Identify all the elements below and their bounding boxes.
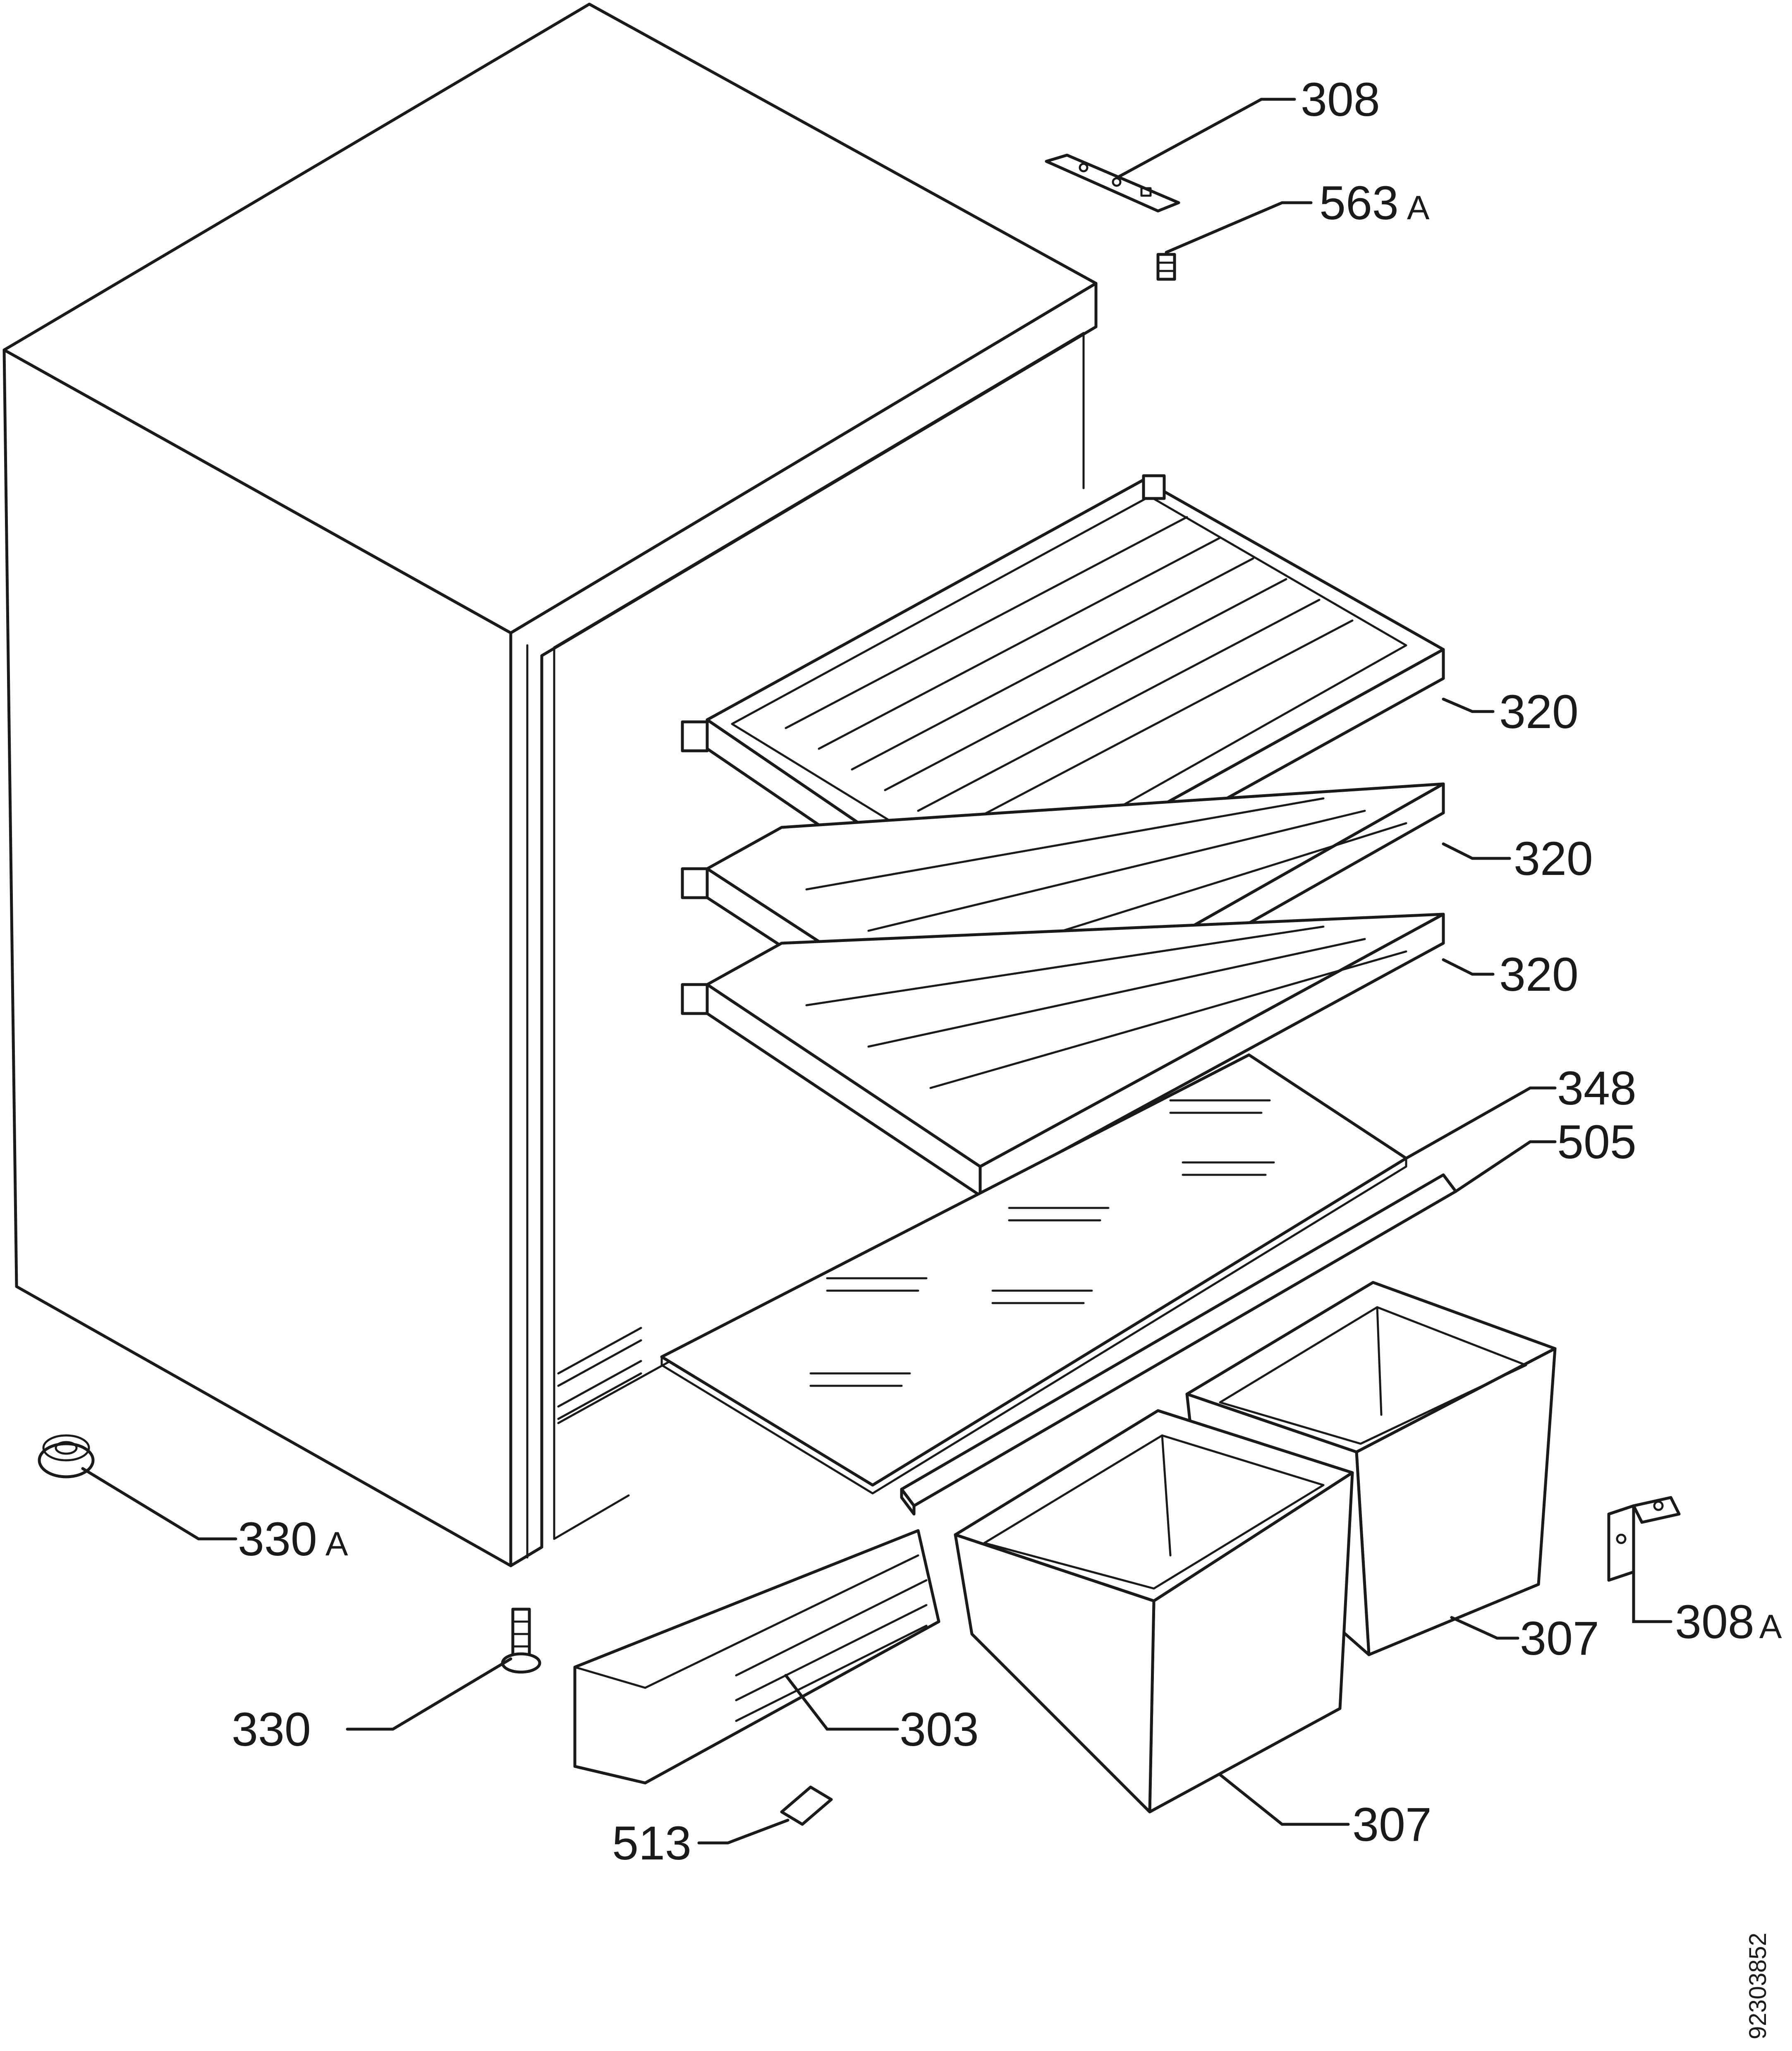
drawer-307-front — [954, 1409, 1354, 1814]
label-320-middle: 320 — [1514, 832, 1593, 885]
label-307-front: 307 — [1352, 1798, 1432, 1851]
label-330: 330 — [232, 1703, 311, 1756]
label-513: 513 — [612, 1817, 691, 1870]
document-number: 92303852 — [1744, 1933, 1771, 2039]
clip-513 — [780, 1785, 833, 1826]
foot-screw-330 — [501, 1608, 541, 1674]
label-320-top: 320 — [1499, 685, 1579, 738]
label-308A-number: 308 — [1675, 1596, 1754, 1648]
cabinet — [2, 2, 1098, 1567]
label-330A-suffix: A — [325, 1525, 348, 1563]
label-563A-number: 563 — [1319, 177, 1399, 230]
shelf-320-top-ribs — [785, 516, 1354, 833]
foot-330A — [38, 1434, 95, 1478]
label-348: 348 — [1557, 1062, 1636, 1115]
glass-reflection-marks — [809, 1099, 1275, 1387]
label-303: 303 — [900, 1703, 979, 1756]
leader-lines — [81, 98, 1672, 1845]
shelf-320-bottom-ribs — [805, 925, 1407, 1089]
label-307-rear: 307 — [1520, 1612, 1599, 1665]
label-563A-suffix: A — [1407, 189, 1430, 227]
label-505: 505 — [1557, 1116, 1636, 1169]
shelf-320-bottom — [681, 913, 1445, 1197]
pin-563A — [1156, 253, 1176, 281]
bracket-308A — [1607, 1496, 1681, 1582]
label-308A-suffix: A — [1759, 1608, 1782, 1646]
label-308: 308 — [1301, 73, 1380, 126]
kick-panel-303 — [573, 1529, 940, 1785]
hinge-308 — [1045, 153, 1180, 213]
label-330A-number: 330 — [238, 1513, 317, 1566]
label-320-bottom: 320 — [1499, 948, 1579, 1001]
